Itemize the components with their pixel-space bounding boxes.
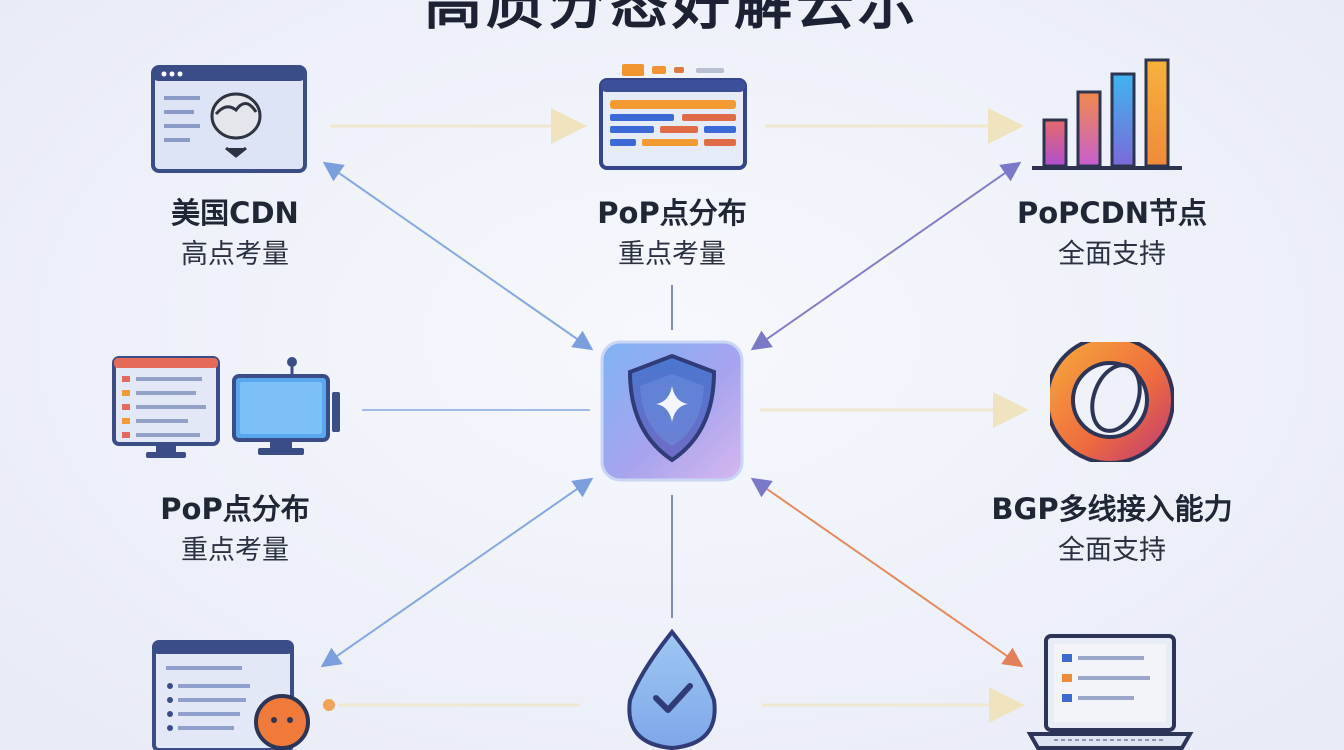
browser-globe-icon: [151, 65, 307, 173]
dashboard-bars-icon: [599, 64, 747, 170]
shield-drop-check-icon: [627, 628, 717, 750]
link-diag-top-right: [750, 161, 1022, 351]
laptop-icon: [1026, 634, 1194, 750]
bar-chart-icon: [1032, 58, 1182, 170]
node-pop-left-subtitle: 重点考量: [181, 535, 289, 566]
node-us-cdn: 美国CDN 高点考量: [95, 192, 375, 276]
node-us-cdn-subtitle: 高点考量: [181, 239, 289, 270]
link-diag-bottom-right: [750, 477, 1024, 668]
monitor-pair-icon: [112, 356, 340, 458]
node-pop-top-title: PoP点分布: [597, 196, 747, 230]
node-bgp-title: BGP多线接入能力: [991, 492, 1233, 526]
node-popcdn-subtitle: 全面支持: [1058, 239, 1166, 270]
node-pop-left-title: PoP点分布: [160, 492, 310, 526]
node-popcdn: PoPCDN节点 全面支持: [972, 192, 1252, 276]
shield-star-icon: [600, 340, 744, 482]
ring-icon: [1050, 342, 1174, 462]
node-bgp-subtitle: 全面支持: [1058, 535, 1166, 566]
node-pop-left: PoP点分布 重点考量: [95, 488, 375, 572]
link-diag-bottom-left: [320, 477, 594, 668]
page-title: 高质分态好解云示: [423, 0, 920, 37]
node-pop-top-subtitle: 重点考量: [618, 239, 726, 270]
node-pop-top: PoP点分布 重点考量: [532, 192, 812, 276]
link-bottom-dot: [323, 699, 335, 711]
node-popcdn-title: PoPCDN节点: [1016, 196, 1208, 230]
node-us-cdn-title: 美国CDN: [171, 196, 299, 230]
node-bgp: BGP多线接入能力 全面支持: [952, 488, 1272, 572]
list-window-icon: [152, 640, 310, 750]
link-diag-top-left: [322, 161, 594, 351]
